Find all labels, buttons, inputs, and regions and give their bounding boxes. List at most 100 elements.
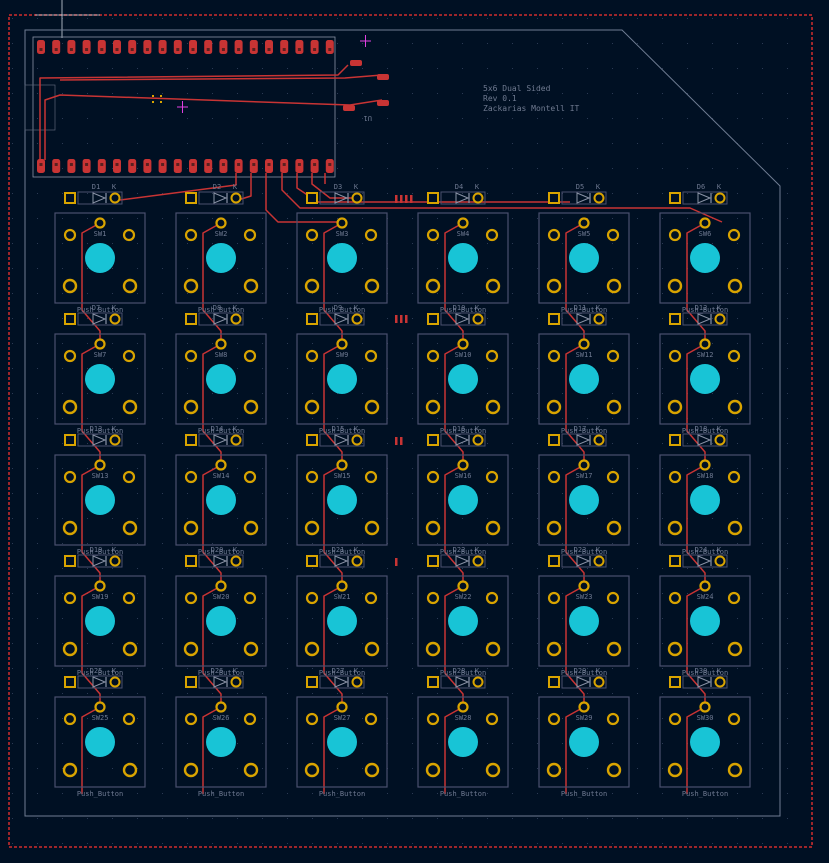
switch-footprint-outline [417, 333, 509, 425]
switch-pad [305, 591, 319, 605]
switch-pad-large [304, 399, 320, 415]
diode-symbol [697, 313, 712, 325]
switch-reference: SW7 [94, 351, 107, 359]
u1-pin-top [82, 40, 91, 54]
switch-pad [215, 580, 227, 592]
diode-symbol [455, 192, 470, 204]
diode-symbol [455, 676, 470, 688]
switch-pad [122, 712, 136, 726]
switch-pad-large [425, 399, 441, 415]
switch-pad [485, 228, 499, 242]
switch-footprint-outline [538, 212, 630, 304]
switch-pad [63, 228, 77, 242]
switch-pad [122, 470, 136, 484]
diode-outline [77, 675, 123, 689]
diode-pad [472, 434, 484, 446]
board-note-revision: Rev 0.1 [483, 94, 517, 103]
switch-pad-large [667, 278, 683, 294]
switch-footprint-name: Push_Button [319, 669, 365, 677]
diode-outline [561, 191, 607, 205]
diode-cathode-label: K [354, 304, 359, 312]
diode-cathode-label: K [475, 183, 480, 191]
diode-symbol [455, 555, 470, 567]
diode-cathode-label: K [717, 304, 722, 312]
switch-footprint-name: Push_Button [561, 548, 607, 556]
switch-pad [699, 459, 711, 471]
diode-pad [593, 313, 605, 325]
switch-pad-large [727, 399, 743, 415]
diode-pad [109, 192, 121, 204]
diode-reference: D13 [90, 425, 103, 433]
switch-footprint-outline [538, 696, 630, 788]
switch-mount-hole [327, 243, 357, 273]
switch-reference: SW8 [215, 351, 228, 359]
u1-pin-top [143, 40, 152, 54]
switch-mount-hole [448, 243, 478, 273]
diode-pad [306, 313, 318, 325]
diode-reference: D23 [574, 546, 587, 554]
diode-pad [64, 676, 76, 688]
switch-pad [215, 701, 227, 713]
board-edge-cut [8, 14, 813, 848]
switch-pad [305, 712, 319, 726]
switch-footprint-outline [296, 454, 388, 546]
switch-pad [606, 349, 620, 363]
switch-pad [122, 591, 136, 605]
switch-pad [336, 580, 348, 592]
switch-mount-hole [85, 727, 115, 757]
switch-pad [485, 591, 499, 605]
switch-pad-large [425, 278, 441, 294]
u1-pin-top [204, 40, 213, 54]
diode-cathode-label: K [112, 304, 117, 312]
switch-pad [485, 712, 499, 726]
diode-pad [548, 555, 560, 567]
switch-mount-hole [569, 727, 599, 757]
switch-footprint-outline [417, 696, 509, 788]
switch-mount-hole [690, 243, 720, 273]
diode-pad [548, 676, 560, 688]
switch-mount-hole [206, 243, 236, 273]
switch-pad [606, 228, 620, 242]
switch-footprint-name: Push_Button [682, 790, 728, 798]
switch-pad-large [667, 762, 683, 778]
switch-pad [63, 712, 77, 726]
diode-pad [351, 434, 363, 446]
switch-pad-large [62, 520, 78, 536]
diode-reference: D28 [453, 667, 466, 675]
switch-pad [364, 712, 378, 726]
switch-pad-large [243, 762, 259, 778]
switch-pad-large [364, 278, 380, 294]
diode-outline [440, 433, 486, 447]
diode-pad [230, 434, 242, 446]
switch-pad [578, 217, 590, 229]
switch-footprint-outline [538, 333, 630, 425]
switch-pad [184, 228, 198, 242]
switch-footprint-outline [659, 696, 751, 788]
u1-pin-top [52, 40, 61, 54]
diode-outline [319, 191, 365, 205]
diode-pad [427, 313, 439, 325]
diode-outline [440, 675, 486, 689]
switch-pad [336, 217, 348, 229]
u1-pin-top [189, 40, 197, 54]
switch-pad [184, 349, 198, 363]
diode-outline [198, 312, 244, 326]
switch-reference: SW27 [334, 714, 351, 722]
u1-pin-top [310, 40, 319, 54]
diode-pad [230, 313, 242, 325]
diode-cathode-label: K [354, 183, 359, 191]
diode-symbol [576, 555, 591, 567]
switch-footprint-outline [54, 696, 146, 788]
switch-pad-large [304, 641, 320, 657]
column-trace [81, 222, 101, 794]
switch-pad-large [546, 520, 562, 536]
